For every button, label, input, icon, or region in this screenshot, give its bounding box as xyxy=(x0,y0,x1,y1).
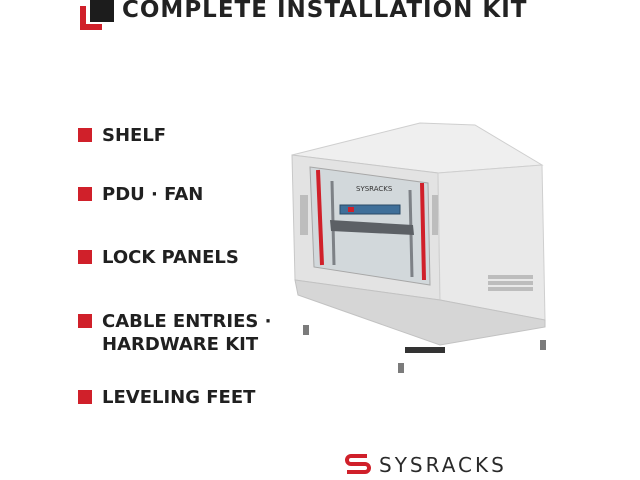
feature-label: SHELF xyxy=(102,125,167,146)
feature-item-cable-entries: CABLE ENTRIES · HARDWARE KIT xyxy=(78,310,271,356)
brand-name: SYSRACKS xyxy=(379,453,507,477)
cabinet-illustration: SYSRACKS xyxy=(291,122,546,373)
feature-item-lock-panels: LOCK PANELS xyxy=(78,246,239,269)
feature-label: LEVELING FEET xyxy=(102,387,256,408)
cabinet-product-image: SYSRACKS xyxy=(270,95,570,380)
sysracks-logo-icon xyxy=(345,454,371,474)
feature-item-pdu-fan: PDU · FAN xyxy=(78,183,203,206)
bullet-icon xyxy=(78,250,92,264)
bullet-icon xyxy=(78,314,92,328)
header: COMPLETE INSTALLATION KIT xyxy=(78,0,578,32)
cabinet-brand-label: SYSRACKS xyxy=(356,185,393,193)
feature-label: CABLE ENTRIES · xyxy=(102,311,272,332)
feature-label-line2: HARDWARE KIT xyxy=(102,334,259,355)
feature-item-leveling-feet: LEVELING FEET xyxy=(78,386,255,409)
brand-logo: SYSRACKS xyxy=(343,452,507,478)
header-logo-mark xyxy=(78,0,118,32)
feature-label: LOCK PANELS xyxy=(102,247,239,268)
feature-label: PDU · FAN xyxy=(102,184,204,205)
bullet-icon xyxy=(78,187,92,201)
bullet-icon xyxy=(78,128,92,142)
bullet-icon xyxy=(78,390,92,404)
page-title: COMPLETE INSTALLATION KIT xyxy=(122,0,528,23)
feature-item-shelf: SHELF xyxy=(78,124,166,147)
